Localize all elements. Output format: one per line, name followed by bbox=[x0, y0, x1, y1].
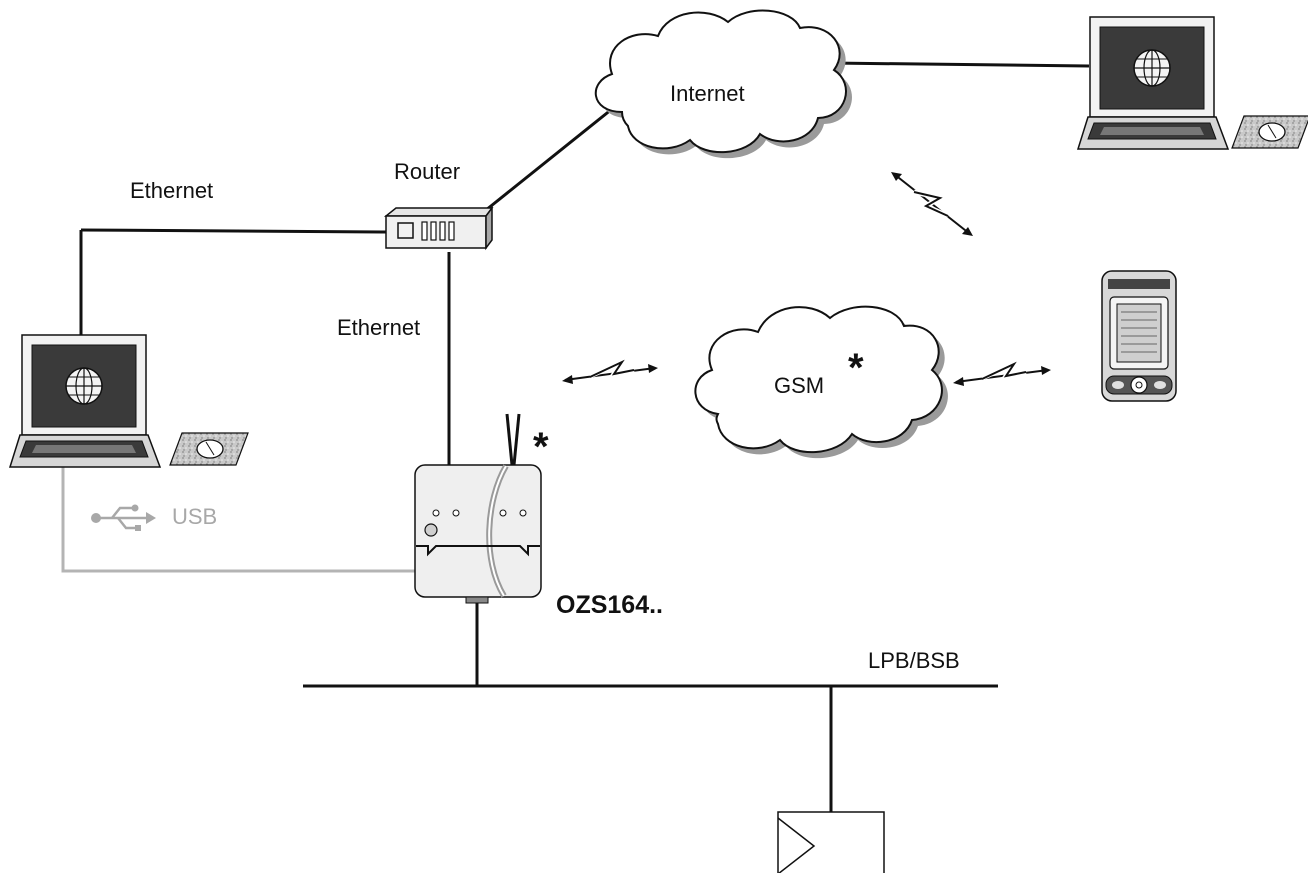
device-label: OZS164.. bbox=[556, 593, 663, 618]
wireless-link-icon bbox=[891, 172, 973, 236]
mouse-icon bbox=[1232, 116, 1308, 148]
internet-label: Internet bbox=[670, 83, 745, 105]
wireless-link-icon bbox=[562, 362, 658, 384]
usb-label: USB bbox=[172, 506, 217, 528]
laptop-icon bbox=[10, 335, 160, 467]
controller-icon bbox=[778, 812, 884, 873]
laptop-icon bbox=[1078, 17, 1228, 149]
ethernet-label-vertical: Ethernet bbox=[337, 317, 420, 339]
router-icon bbox=[386, 208, 492, 248]
ethernet-label-left: Ethernet bbox=[130, 180, 213, 202]
wireless-link-icon bbox=[953, 364, 1051, 386]
mouse-icon bbox=[170, 433, 248, 465]
ethernet-cable-laptop bbox=[81, 230, 386, 232]
gsm-label: GSM bbox=[774, 375, 824, 397]
internet-cable-remote-pc bbox=[830, 63, 1089, 66]
usb-icon bbox=[91, 505, 156, 532]
device-asterisk: * bbox=[533, 427, 549, 467]
router-label: Router bbox=[394, 161, 460, 183]
bus-label: LPB/BSB bbox=[868, 650, 960, 672]
internet-cable-router bbox=[486, 105, 617, 210]
gsm-asterisk: * bbox=[848, 348, 864, 388]
gateway-device-icon bbox=[415, 414, 541, 603]
mobile-phone-icon bbox=[1102, 271, 1176, 401]
